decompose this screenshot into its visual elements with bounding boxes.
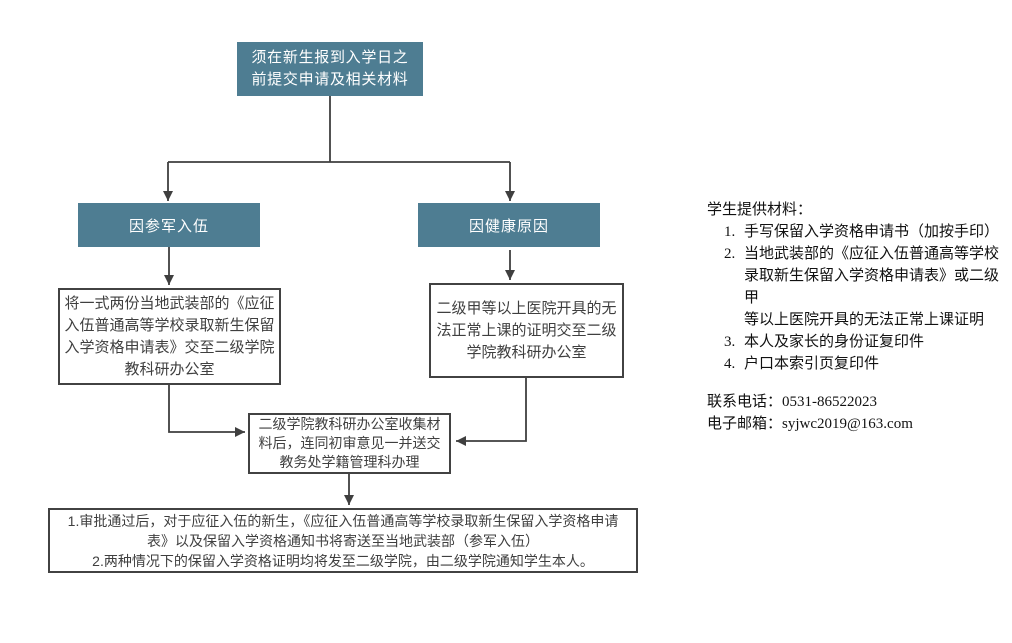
flow-node-military: 因参军入伍: [78, 203, 260, 247]
arrow-left-detail-to-collect: [168, 385, 245, 437]
flow-node-start: 须在新生报到入学日之 前提交申请及相关材料: [237, 42, 423, 96]
material-item-2-num: 2.: [724, 246, 736, 262]
result-line-2: 表》以及保留入学资格通知书将寄送至当地武装部（参军入伍）: [147, 532, 539, 549]
flow-box-military-detail: 将一式两份当地武装部的《应征 入伍普通高等学校录取新生保留 入学资格申请表》交至…: [58, 288, 281, 385]
material-item-1: 1. 手写保留入学资格申请书（加按手印）: [707, 221, 1009, 243]
materials-heading: 学生提供材料：: [707, 202, 813, 218]
material-item-4-text: 户口本索引页复印件: [744, 356, 880, 372]
material-item-3: 3. 本人及家长的身份证复印件: [707, 331, 1009, 353]
contact-phone: 联系电话：0531-86522023: [707, 394, 877, 410]
flow-box-collect-text: 二级学院教科研办公室收集材 料后，连同初审意见一并送交 教务处学籍管理科办理: [258, 416, 441, 470]
result-line-1: 1.审批通过后，对于应征入伍的新生，《应征入伍普通高等学校录取新生保留入学资格申…: [67, 512, 619, 529]
flow-node-start-label: 须在新生报到入学日之 前提交申请及相关材料: [251, 49, 409, 88]
contact-email: 电子邮箱：syjwc2019@163.com: [707, 416, 913, 432]
flow-node-military-label: 因参军入伍: [128, 217, 209, 235]
material-item-2-text: 当地武装部的《应征入伍普通高等学校 录取新生保留入学资格申请表》或二级甲 等以上…: [744, 246, 1000, 328]
arrow-right-detail-to-collect: [456, 378, 527, 446]
flow-box-health-detail: 二级甲等以上医院开具的无 法正常上课的证明交至二级 学院教科研办公室: [429, 283, 624, 378]
material-item-4: 4. 户口本索引页复印件: [707, 353, 1009, 375]
material-item-2: 2. 当地武装部的《应征入伍普通高等学校 录取新生保留入学资格申请表》或二级甲 …: [707, 243, 1009, 331]
flow-box-military-detail-text: 将一式两份当地武装部的《应征 入伍普通高等学校录取新生保留 入学资格申请表》交至…: [64, 294, 275, 378]
flow-node-health-label: 因健康原因: [468, 217, 549, 235]
flow-node-health: 因健康原因: [418, 203, 600, 247]
material-item-1-num: 1.: [724, 224, 736, 240]
material-item-1-text: 手写保留入学资格申请书（加按手印）: [744, 224, 1000, 240]
flow-box-health-detail-text: 二级甲等以上医院开具的无 法正常上课的证明交至二级 学院教科研办公室: [436, 299, 617, 361]
material-item-4-num: 4.: [724, 356, 736, 372]
split-connector-line: [168, 96, 510, 163]
flow-box-collect: 二级学院教科研办公室收集材 料后，连同初审意见一并送交 教务处学籍管理科办理: [248, 413, 451, 474]
material-item-3-num: 3.: [724, 334, 736, 350]
result-line-3: 2.两种情况下的保留入学资格证明均将发至二级学院，由二级学院通知学生本人。: [92, 552, 594, 569]
flow-box-result: 1.审批通过后，对于应征入伍的新生，《应征入伍普通高等学校录取新生保留入学资格申…: [48, 508, 638, 573]
material-item-3-text: 本人及家长的身份证复印件: [744, 334, 925, 350]
materials-panel: 学生提供材料： 1. 手写保留入学资格申请书（加按手印） 2. 当地武装部的《应…: [707, 199, 1009, 435]
